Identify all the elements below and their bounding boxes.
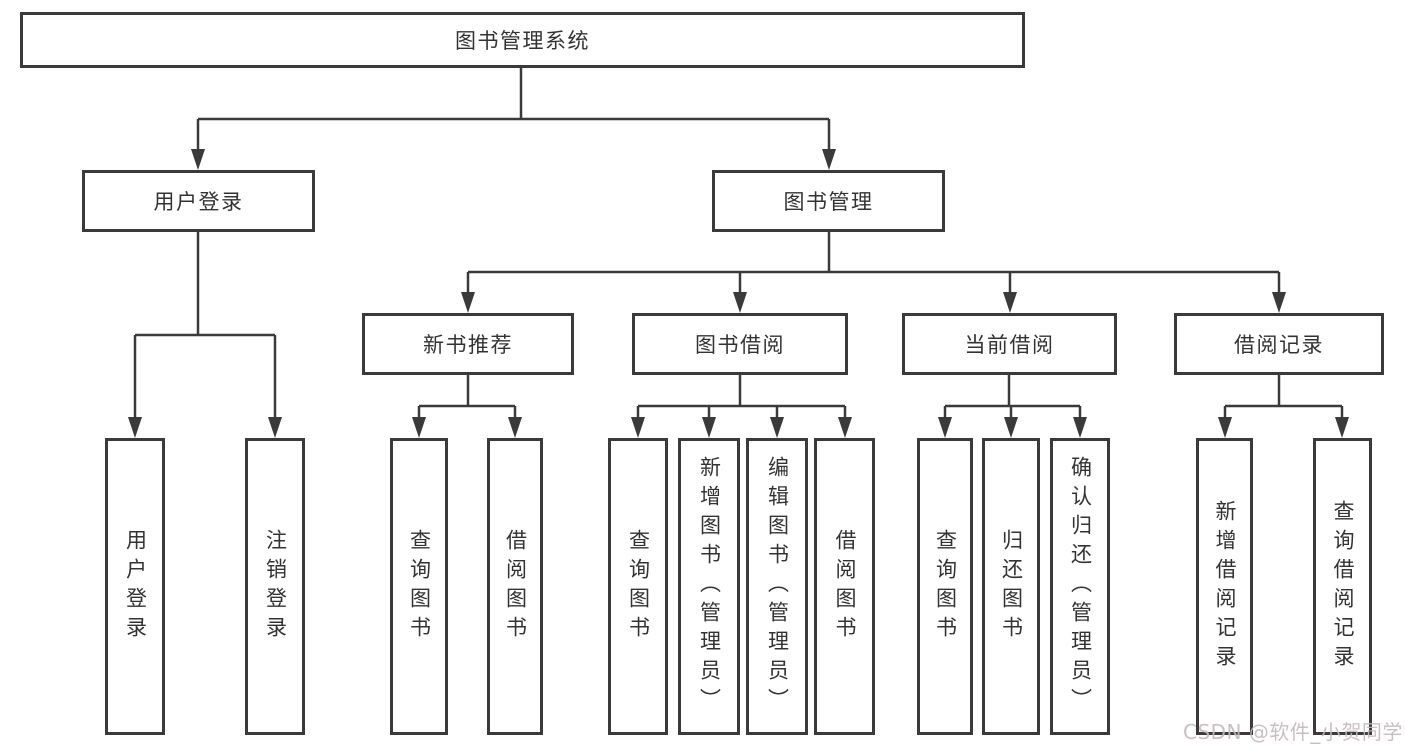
leaf-query-borrow-record-label: 查询借阅记录 [1331,499,1355,674]
node-current-borrowing-label: 当前借阅 [964,333,1055,357]
leaf-add-borrow-record: 新增借阅记录 [1196,438,1253,735]
leaf-add-book-admin: 新增图书（管理员） [678,438,740,735]
arrowheads [128,149,1349,438]
node-root: 图书管理系统 [20,12,1025,68]
leaf-query-books-borrowing: 查询图书 [608,438,668,735]
leaf-query-books-recommend: 查询图书 [390,438,448,735]
leaf-add-borrow-record-label: 新增借阅记录 [1213,499,1237,674]
leaf-borrow-books-borrowing-label: 借阅图书 [833,528,857,645]
leaf-query-borrow-record: 查询借阅记录 [1313,438,1372,735]
leaf-add-book-admin-label: 新增图书（管理员） [697,456,722,717]
leaf-borrow-books-recommend-label: 借阅图书 [503,528,528,645]
leaf-return-book-label: 归还图书 [999,528,1024,645]
node-new-book-recommend: 新书推荐 [362,313,574,375]
leaf-logout: 注销登录 [245,438,305,735]
leaf-confirm-return-admin-label: 确认归还（管理员） [1068,456,1093,717]
node-book-borrowing-label: 图书借阅 [695,333,785,357]
leaf-edit-book-admin: 编辑图书（管理员） [746,438,808,735]
leaf-logout-label: 注销登录 [263,528,288,645]
node-current-borrowing: 当前借阅 [902,313,1117,375]
node-user-login-group: 用户登录 [82,170,315,232]
node-book-management: 图书管理 [712,170,945,232]
watermark: CSDN @软件_小贺同学 [1183,720,1403,744]
node-borrowing-records-label: 借阅记录 [1234,333,1324,357]
node-book-borrowing: 图书借阅 [632,313,848,375]
connector-path [133,68,1344,424]
node-user-login-group-label: 用户登录 [153,190,244,214]
leaf-return-book: 归还图书 [982,438,1040,735]
leaf-borrow-books-recommend: 借阅图书 [487,438,543,735]
leaf-confirm-return-admin: 确认归还（管理员） [1050,438,1110,735]
leaf-user-login-label: 用户登录 [123,528,148,645]
node-new-book-recommend-label: 新书推荐 [423,333,513,357]
leaf-query-books-recommend-label: 查询图书 [407,528,432,645]
node-borrowing-records: 借阅记录 [1174,313,1384,375]
leaf-user-login: 用户登录 [105,438,165,735]
leaf-borrow-books-borrowing: 借阅图书 [814,438,875,735]
node-root-label: 图书管理系统 [455,29,590,53]
leaf-query-books-current: 查询图书 [917,438,973,735]
leaf-query-books-borrowing-label: 查询图书 [626,528,651,645]
leaf-edit-book-admin-label: 编辑图书（管理员） [765,456,790,717]
node-book-management-label: 图书管理 [783,190,874,214]
leaf-query-books-current-label: 查询图书 [933,528,958,645]
